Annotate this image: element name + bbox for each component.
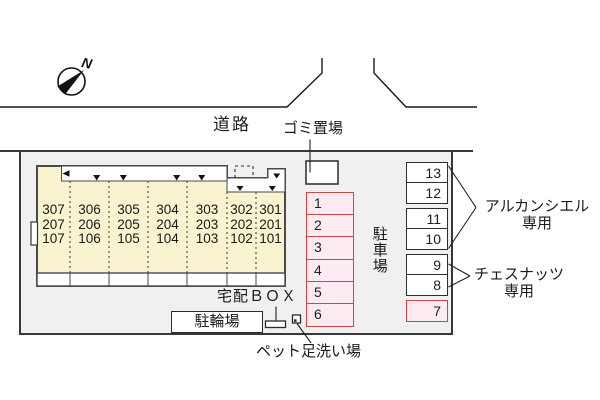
room-number: 205 [117, 216, 140, 232]
room-number: 103 [195, 231, 219, 247]
unit-dividers [69, 181, 257, 273]
balcony-dividers [69, 273, 257, 286]
compass-needle [57, 70, 84, 95]
room-number: 304 [156, 202, 179, 217]
pet-wash-leader-line [296, 323, 312, 344]
parking-stall-3: 3 [306, 236, 354, 261]
parking-stall-10: 10 [406, 228, 448, 251]
parking-stall-5: 5 [306, 280, 354, 305]
chestnuts-annotation-line1: チェスナッツ [473, 266, 564, 283]
road-label: 道路 [213, 115, 251, 134]
room-number: 202 [230, 216, 253, 232]
chestnuts-bracket [448, 263, 471, 288]
garbage-area-box [305, 160, 339, 185]
entry-markers [62, 170, 281, 191]
room-number: 106 [78, 231, 101, 247]
garbage-label: ゴミ置場 [283, 120, 344, 137]
pet-wash-detail [294, 319, 297, 322]
road-edge-line [0, 58, 477, 108]
room-number: 101 [259, 231, 282, 247]
entry-arrow-left-icon [62, 170, 70, 177]
pet-wash-shape [291, 314, 302, 324]
north-arrow: N [57, 54, 94, 96]
entry-arrow-down-icon [198, 175, 206, 181]
arcanciel-annotation-line1: アルカンシエル [484, 198, 590, 215]
room-number: 104 [156, 231, 179, 247]
entrance-canopy-dashed [234, 165, 254, 178]
entry-arrow-down-icon [93, 175, 101, 181]
parking-stall-8: 8 [406, 274, 448, 297]
stairwell-marker [30, 221, 39, 246]
pet-wash-label: ペット足洗い場 [256, 343, 362, 360]
entry-arrow-down-icon [273, 173, 281, 179]
room-number-grid: 307 306 305 304 303 302 301 207 206 205 … [37, 202, 285, 247]
room-number: 107 [42, 231, 65, 247]
room-number: 307 [42, 202, 65, 217]
arcanciel-annotation-line2: 専用 [521, 214, 552, 232]
bicycle-parking-box: 駐輪場 [171, 311, 263, 333]
entry-arrow-down-icon [173, 175, 181, 181]
delivery-box-label: 宅配ＢＯＸ [217, 288, 298, 305]
room-number: 306 [78, 202, 101, 217]
delivery-box-shape [264, 320, 287, 329]
room-number: 102 [230, 231, 253, 247]
parking-stall-11: 11 [406, 208, 448, 230]
room-number: 301 [259, 202, 282, 217]
balcony-strip [36, 272, 286, 287]
parking-stall-7: 7 [406, 300, 448, 322]
compass-n-label: N [80, 54, 94, 72]
room-number: 203 [195, 216, 219, 232]
bicycle-parking-label: 駐輪場 [194, 313, 240, 330]
room-number: 207 [42, 216, 65, 232]
room-number: 206 [78, 216, 101, 232]
parking-stall-12: 12 [406, 182, 448, 205]
parking-stall-9: 9 [406, 254, 448, 276]
room-number: 302 [230, 202, 253, 217]
entry-arrow-down-icon [268, 186, 276, 191]
parking-lot-label: 駐車場 [370, 226, 388, 274]
arcanciel-annotation: アルカンシエル 専用 [479, 198, 595, 232]
parking-stall-13: 13 [406, 162, 448, 184]
parking-stall-6: 6 [306, 303, 354, 327]
room-number: 204 [156, 216, 179, 232]
chestnuts-annotation: チェスナッツ 専用 [468, 266, 570, 300]
arcanciel-bracket [448, 165, 477, 249]
building-corridor [61, 165, 228, 182]
parking-stall-2: 2 [306, 214, 354, 238]
room-number: 201 [259, 216, 282, 232]
room-number: 105 [117, 231, 140, 247]
entry-arrow-down-icon [236, 186, 244, 191]
room-number: 303 [195, 202, 219, 217]
room-number: 305 [117, 202, 140, 217]
parking-stall-4: 4 [306, 258, 354, 283]
parking-stall-1: 1 [306, 192, 354, 216]
chestnuts-annotation-line2: 専用 [503, 282, 534, 300]
entry-arrow-down-icon [119, 175, 127, 181]
